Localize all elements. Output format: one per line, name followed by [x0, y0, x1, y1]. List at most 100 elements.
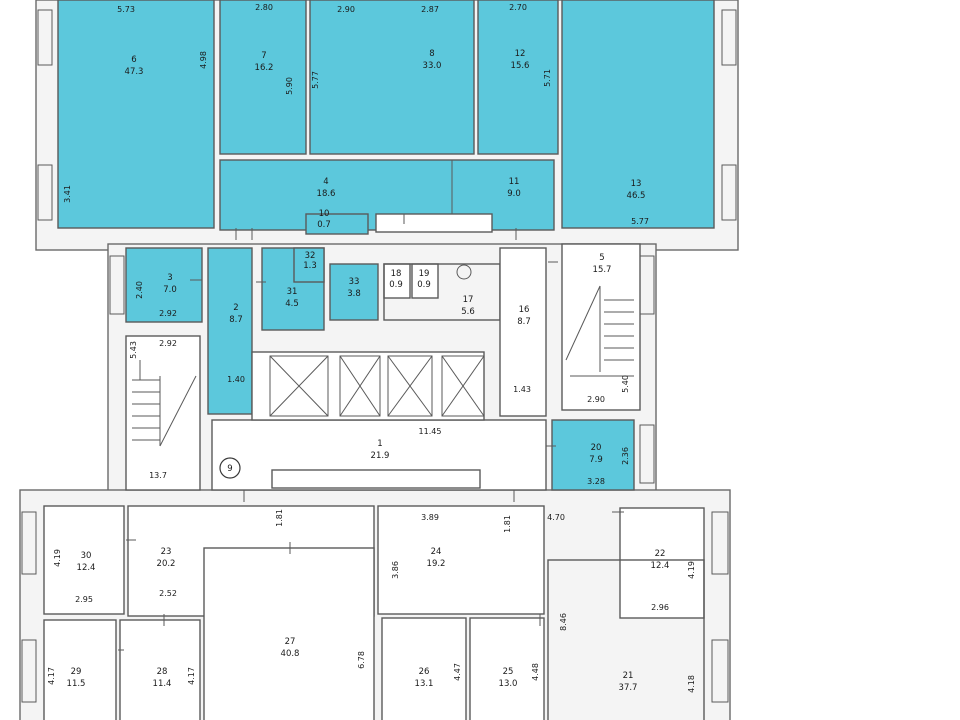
room-2-id: 2 [233, 303, 238, 313]
room-30 [43, 505, 125, 615]
room-18-area: 0.9 [389, 280, 403, 290]
room-24-id: 24 [431, 547, 442, 557]
dim-label: 2.95 [75, 595, 93, 604]
room-22-id: 22 [655, 549, 666, 559]
dim-label: 2.87 [421, 5, 439, 14]
room-31-id: 31 [287, 287, 298, 297]
room-25-area: 13.0 [499, 679, 518, 689]
room-19-id: 19 [419, 269, 430, 279]
window [711, 639, 729, 703]
room-11-area: 9.0 [507, 189, 521, 199]
dim-label: 4.48 [531, 663, 540, 681]
room-17-id: 17 [463, 295, 474, 305]
room-21-area: 37.7 [619, 683, 638, 693]
room-24 [377, 505, 545, 615]
dim-label: 13.7 [149, 471, 167, 480]
room-26 [381, 617, 467, 720]
dim-label: 2.80 [255, 3, 273, 12]
door-marks [118, 214, 624, 651]
dim-label: 4.70 [547, 513, 565, 522]
dim-label: 3.86 [391, 561, 400, 579]
room-27 [203, 547, 375, 720]
room-19-area: 0.9 [417, 280, 431, 290]
stair-landing [375, 213, 493, 233]
window [21, 639, 37, 703]
room-16-id: 16 [519, 305, 530, 315]
dim-label: 6.78 [357, 651, 366, 669]
dim-label: 5.71 [543, 69, 552, 87]
window [721, 164, 737, 221]
room-12-area: 15.6 [511, 61, 530, 71]
dim-label: 5.73 [117, 5, 135, 14]
room-1-area: 21.9 [371, 451, 390, 461]
stair-left [125, 335, 201, 491]
dim-label: 1.81 [275, 509, 284, 527]
dim-label: 5.40 [621, 375, 630, 393]
room-30-id: 30 [81, 551, 92, 561]
window [711, 511, 729, 575]
room-31-area: 4.5 [285, 299, 299, 309]
room-17-area: 5.6 [461, 307, 475, 317]
room-10-id: 10 [319, 209, 330, 219]
dim-label: 4.98 [199, 51, 208, 69]
room-5-area: 15.7 [593, 265, 612, 275]
elevator-3 [387, 355, 433, 417]
room-10-area: 0.7 [317, 220, 331, 230]
room-21-id: 21 [623, 671, 634, 681]
dim-label: 2.90 [587, 395, 605, 404]
room-20-area: 7.9 [589, 455, 603, 465]
dim-label: 1.81 [503, 515, 512, 533]
window [109, 255, 125, 315]
room-26-area: 13.1 [415, 679, 434, 689]
dim-label: 2.92 [159, 309, 177, 318]
room-16 [499, 247, 547, 417]
room-28-area: 11.4 [153, 679, 172, 689]
room-32-area: 1.3 [303, 261, 317, 271]
room-32-id: 32 [305, 251, 316, 261]
dim-label: 3.89 [421, 513, 439, 522]
room-13-id: 13 [631, 179, 642, 189]
room-21 [547, 559, 705, 720]
room-labels: 6 47.3 7 16.2 8 33.0 12 15.6 13 46.5 4 1… [67, 49, 670, 693]
elevator-shafts [269, 355, 485, 417]
room-5 [561, 243, 641, 411]
room-30-area: 12.4 [77, 563, 96, 573]
elevator-1 [269, 355, 329, 417]
room-27-area: 40.8 [281, 649, 300, 659]
room-7-area: 16.2 [255, 63, 274, 73]
room-4-area: 18.6 [317, 189, 336, 199]
room-7-id: 7 [261, 51, 266, 61]
room-33-area: 3.8 [347, 289, 361, 299]
core-rooms [125, 243, 641, 491]
room-33-id: 33 [349, 277, 360, 287]
dim-label: 2.70 [509, 3, 527, 12]
room-22-area: 12.4 [651, 561, 670, 571]
dim-label: 8.46 [559, 613, 568, 631]
dim-label: 4.17 [47, 667, 56, 685]
room-2 [207, 247, 253, 415]
room-32 [293, 247, 325, 283]
room-27-id: 27 [285, 637, 296, 647]
room-6-area: 47.3 [125, 67, 144, 77]
room-6 [57, 0, 215, 229]
windows [21, 9, 737, 703]
dim-label: 4.18 [687, 675, 696, 693]
lift-landing [271, 469, 481, 489]
dim-label: 4.17 [187, 667, 196, 685]
room-25-id: 25 [503, 667, 514, 677]
room-20-id: 20 [591, 443, 602, 453]
room-29-area: 11.5 [67, 679, 86, 689]
elevator-2 [339, 355, 381, 417]
room-6-id: 6 [131, 55, 136, 65]
room-9-id: 9 [227, 464, 232, 474]
room-8-id: 8 [429, 49, 434, 59]
room-25 [469, 617, 545, 720]
room-13 [561, 0, 715, 229]
dim-label: 3.28 [587, 477, 605, 486]
dim-label: 3.41 [63, 185, 72, 203]
room-8-area: 33.0 [423, 61, 442, 71]
dim-label: 2.96 [651, 603, 669, 612]
dim-label: 5.90 [285, 77, 294, 95]
room-28 [119, 619, 201, 720]
dim-label: 4.19 [53, 549, 62, 567]
